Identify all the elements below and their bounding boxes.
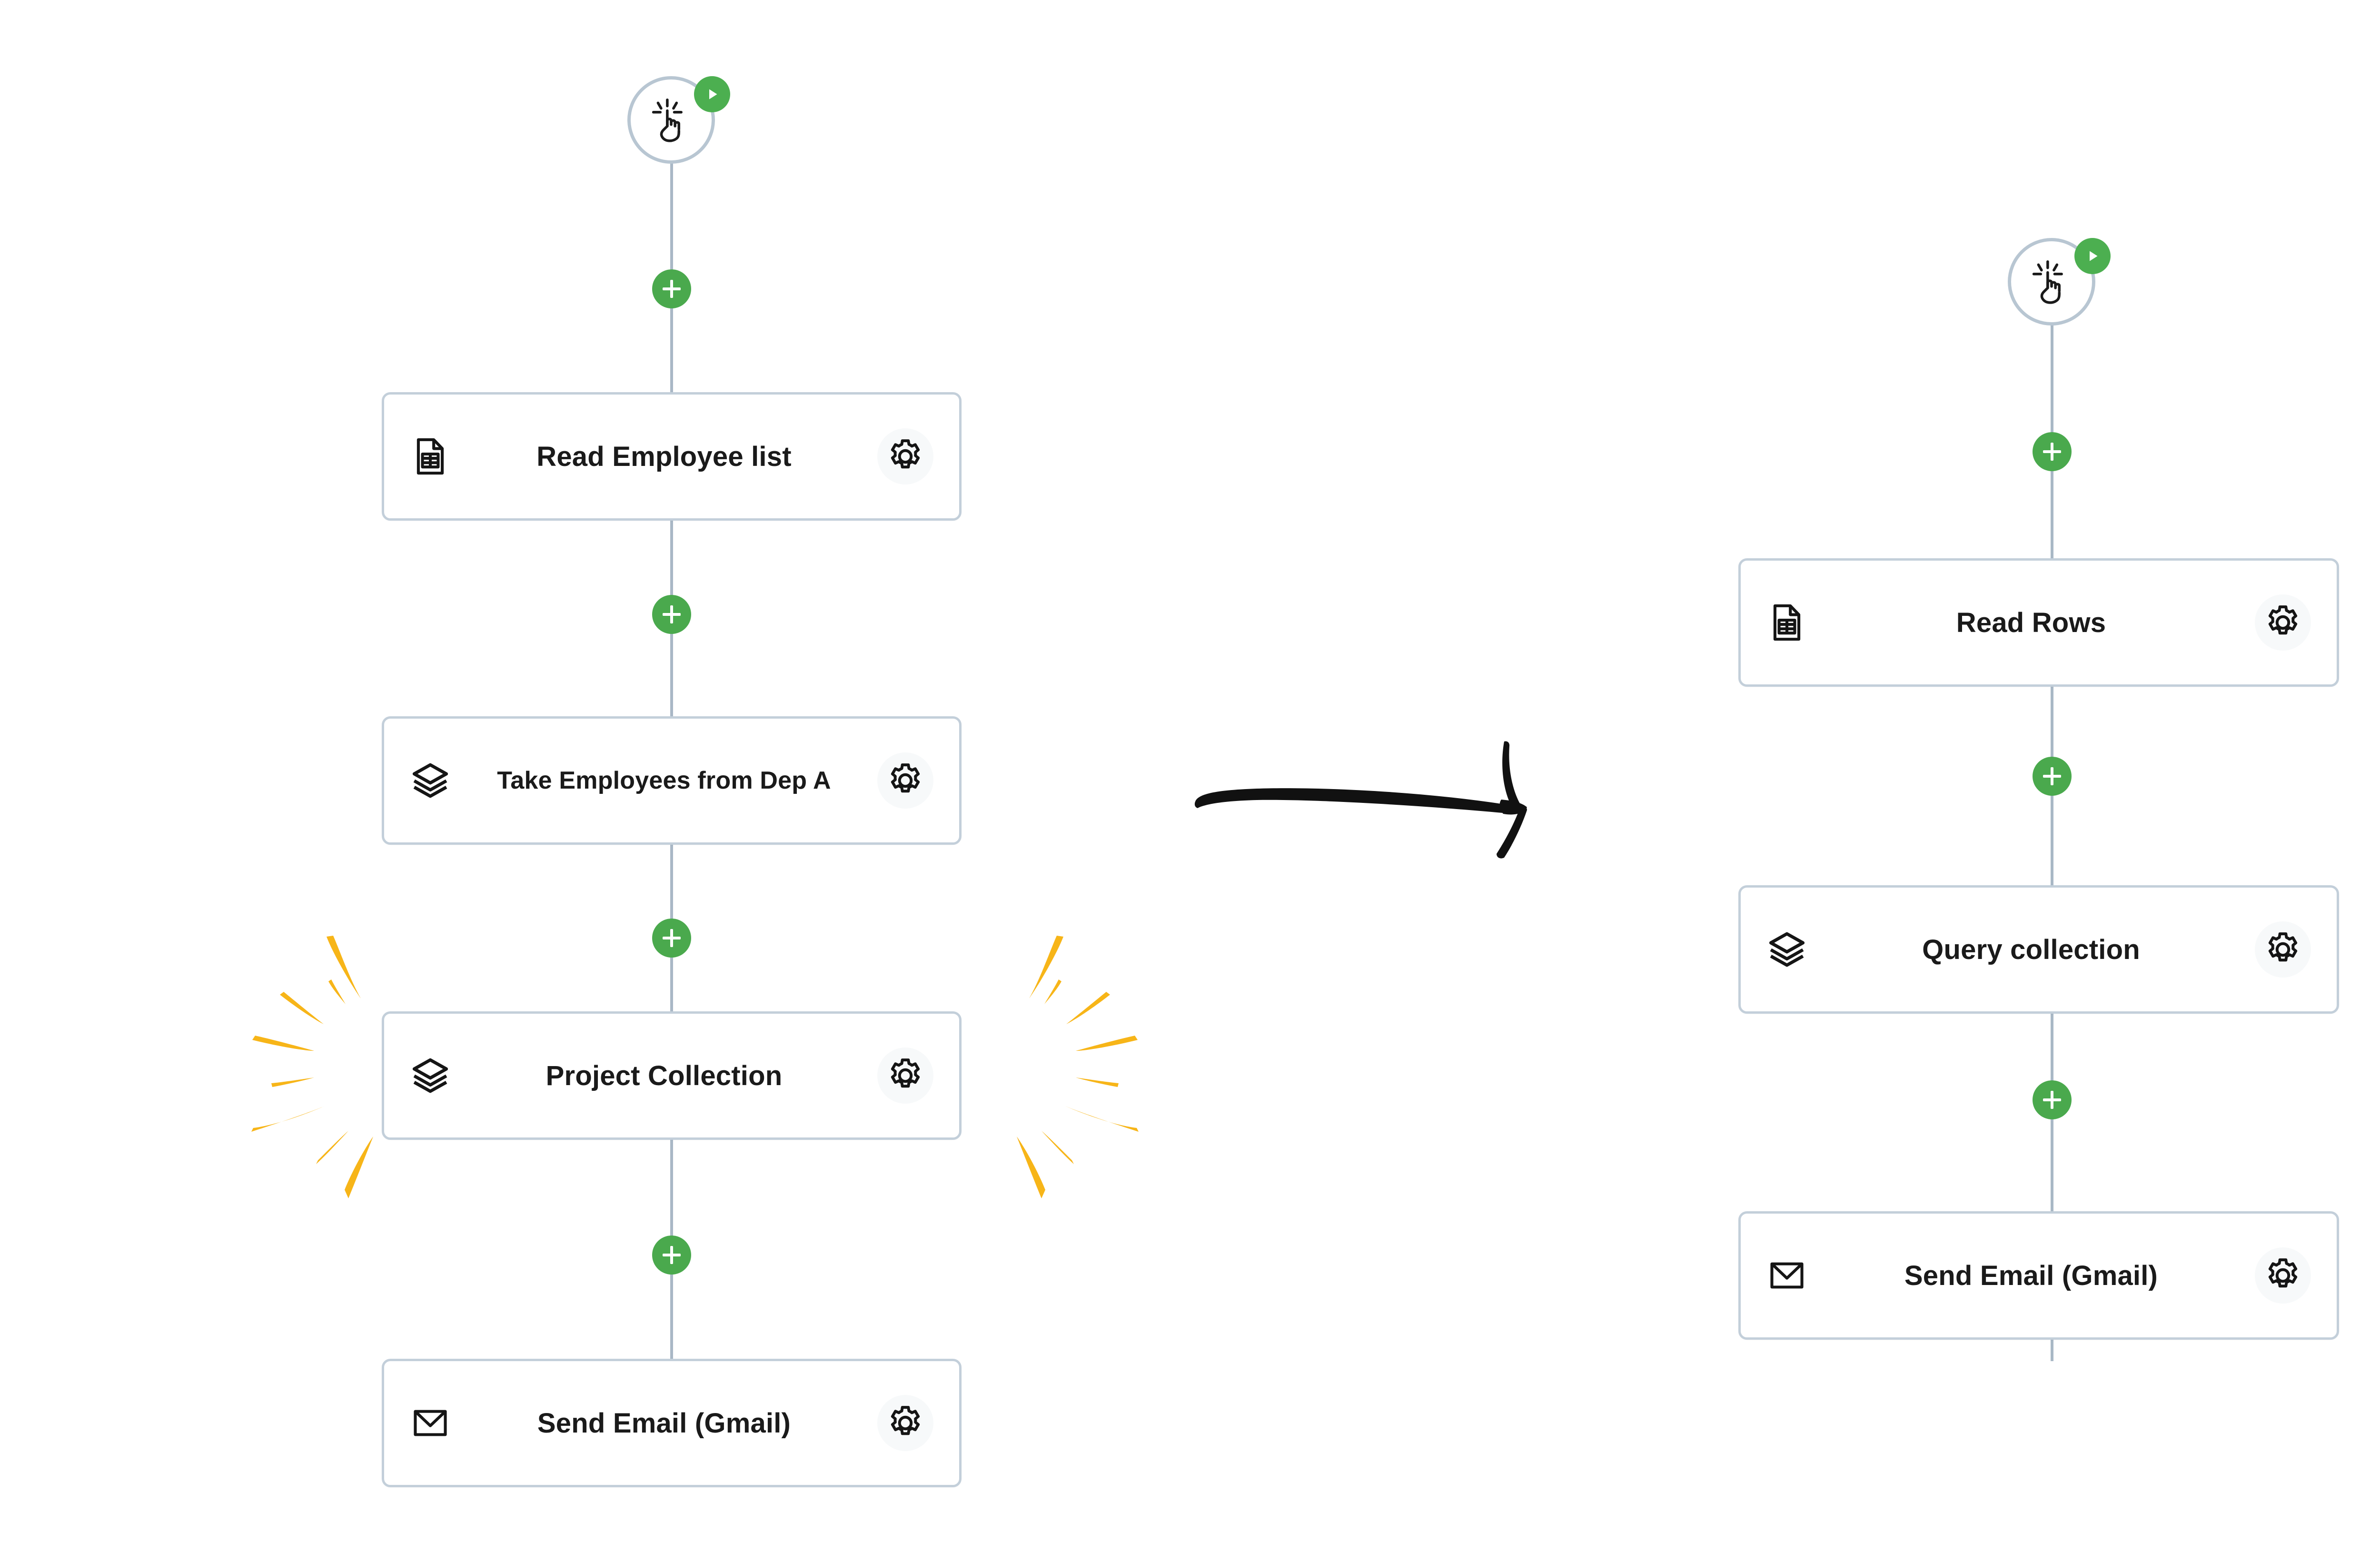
gear-icon[interactable] [2255, 921, 2311, 978]
node-label: Take Employees from Dep A [497, 767, 831, 794]
play-badge-after[interactable] [2074, 238, 2111, 274]
node-label: Project Collection [545, 1060, 783, 1091]
plus-vertical-bar [2051, 1091, 2053, 1109]
layers-stack-icon [410, 1055, 451, 1096]
workflow-node-card[interactable]: Take Employees from Dep A [382, 716, 962, 845]
play-icon [709, 89, 717, 99]
play-icon [2090, 251, 2098, 261]
workflow-node-card[interactable]: Query collection [1738, 885, 2339, 1014]
workflow-node-card[interactable]: Read Rows [1738, 558, 2339, 687]
plus-vertical-bar [2051, 443, 2053, 461]
gear-icon[interactable] [877, 752, 933, 809]
gear-icon[interactable] [877, 1048, 933, 1104]
gear-icon[interactable] [877, 428, 933, 484]
add-step-button[interactable] [652, 595, 691, 634]
gear-icon[interactable] [2255, 1247, 2311, 1304]
plus-vertical-bar [670, 280, 673, 298]
plus-vertical-bar [670, 605, 673, 623]
add-step-button[interactable] [2033, 432, 2072, 471]
envelope-gmail-icon [1766, 1255, 1807, 1296]
node-label: Send Email (Gmail) [1904, 1260, 2158, 1291]
plus-vertical-bar [670, 929, 673, 947]
spreadsheet-file-icon [1766, 602, 1807, 643]
add-step-button[interactable] [652, 919, 691, 958]
plus-vertical-bar [2051, 767, 2053, 785]
workflow-connector-line [2051, 324, 2053, 1361]
highlight-sparkles-right [962, 923, 1142, 1247]
workflow-node-card[interactable]: Send Email (Gmail) [1738, 1211, 2339, 1340]
add-step-button[interactable] [652, 269, 691, 308]
gear-icon[interactable] [877, 1395, 933, 1451]
add-step-button[interactable] [652, 1236, 691, 1275]
node-label: Read Employee list [536, 441, 792, 472]
spreadsheet-file-icon [410, 436, 451, 477]
workflow-node-card[interactable]: Send Email (Gmail) [382, 1359, 962, 1487]
workflow-node-card-highlighted[interactable]: Project Collection [382, 1011, 962, 1140]
gear-icon[interactable] [2255, 594, 2311, 651]
rightward-hand-drawn-arrow [1171, 733, 1590, 895]
click-cursor-icon [2032, 260, 2063, 304]
click-cursor-icon [652, 98, 683, 142]
workflow-node-card[interactable]: Read Employee list [382, 392, 962, 521]
layers-stack-icon [1766, 929, 1807, 970]
node-label: Send Email (Gmail) [537, 1407, 791, 1439]
plus-vertical-bar [670, 1246, 673, 1264]
play-badge-before[interactable] [694, 76, 730, 112]
node-label: Query collection [1922, 934, 2140, 965]
layers-stack-icon [410, 760, 451, 801]
add-step-button[interactable] [2033, 1080, 2072, 1119]
envelope-gmail-icon [410, 1403, 451, 1443]
after-workflow: Read Rows Query collection [1571, 0, 2380, 1542]
before-workflow: Read Employee list Take Emplo [0, 0, 1142, 1542]
node-label: Read Rows [1956, 607, 2106, 638]
add-step-button[interactable] [2033, 757, 2072, 796]
